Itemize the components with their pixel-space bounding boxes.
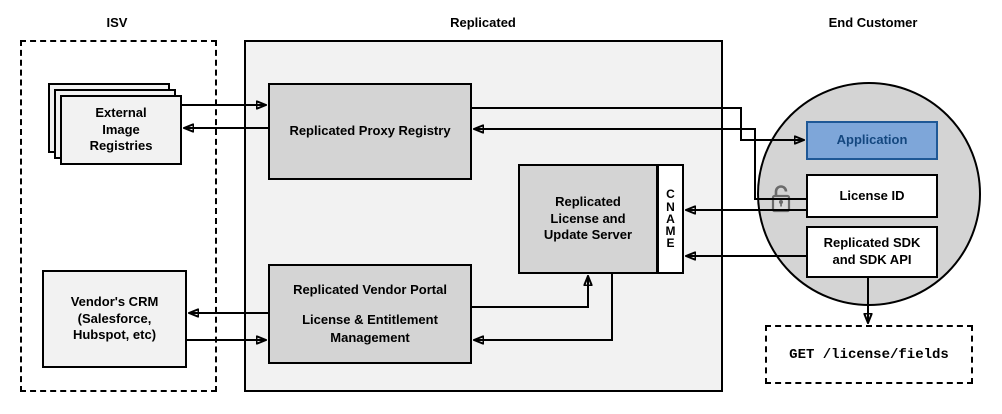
replicated-vendor-portal[interactable]: Replicated Vendor Portal License & Entit… — [268, 264, 472, 364]
replicated-proxy-registry[interactable]: Replicated Proxy Registry — [268, 83, 472, 180]
zone-label-isv: ISV — [106, 15, 128, 30]
external-image-registries-line-3: Registries — [89, 138, 153, 154]
external-image-registries-line-1: External — [95, 105, 147, 121]
cname-letter-5: E — [666, 236, 675, 251]
vendor-crm-line-1: Vendor's CRM — [70, 294, 159, 310]
cname-letter-3: A — [666, 211, 675, 226]
vendor-crm-line-3: Hubspot, etc) — [72, 327, 157, 343]
vendor-portal-title: Replicated Vendor Portal — [293, 281, 447, 297]
application[interactable]: Application — [806, 121, 938, 160]
zone-label-end-customer: End Customer — [828, 15, 918, 30]
license-id-label: License ID — [839, 187, 905, 203]
cname-letter-1: C — [666, 187, 675, 202]
api-call-text: GET /license/fields — [789, 346, 949, 363]
license-update-server-line-1: Replicated — [555, 194, 621, 210]
zone-label-replicated: Replicated — [450, 15, 516, 30]
isv-zone-boundary — [20, 40, 217, 392]
unlock-icon — [767, 182, 795, 221]
replicated-sdk-and-sdk-api[interactable]: Replicated SDK and SDK API — [806, 226, 938, 278]
cname-letter-2: N — [666, 199, 675, 214]
license-update-server-line-3: Update Server — [543, 227, 633, 243]
cname-letter-4: M — [665, 224, 676, 239]
external-image-registries-line-2: Image — [102, 121, 140, 137]
sdk-line-2: and SDK API — [832, 252, 912, 267]
external-image-registries[interactable]: External Image Registries — [60, 95, 182, 165]
vendor-crm-line-2: (Salesforce, — [77, 310, 152, 326]
cname-endpoint[interactable]: C N A M E — [657, 164, 684, 274]
vendor-crm[interactable]: Vendor's CRM (Salesforce, Hubspot, etc) — [42, 270, 187, 368]
sdk-line-1: Replicated SDK — [823, 235, 921, 251]
vendor-portal-line-3: Management — [330, 329, 410, 345]
vendor-portal-line-2: License & Entitlement — [302, 311, 438, 327]
replicated-proxy-registry-label: Replicated Proxy Registry — [289, 123, 451, 139]
api-call-box: GET /license/fields — [765, 325, 973, 384]
license-id[interactable]: License ID — [806, 174, 938, 218]
application-label: Application — [836, 132, 908, 148]
license-update-server-line-2: License and — [550, 210, 626, 226]
replicated-license-and-update-server[interactable]: Replicated License and Update Server — [518, 164, 658, 274]
